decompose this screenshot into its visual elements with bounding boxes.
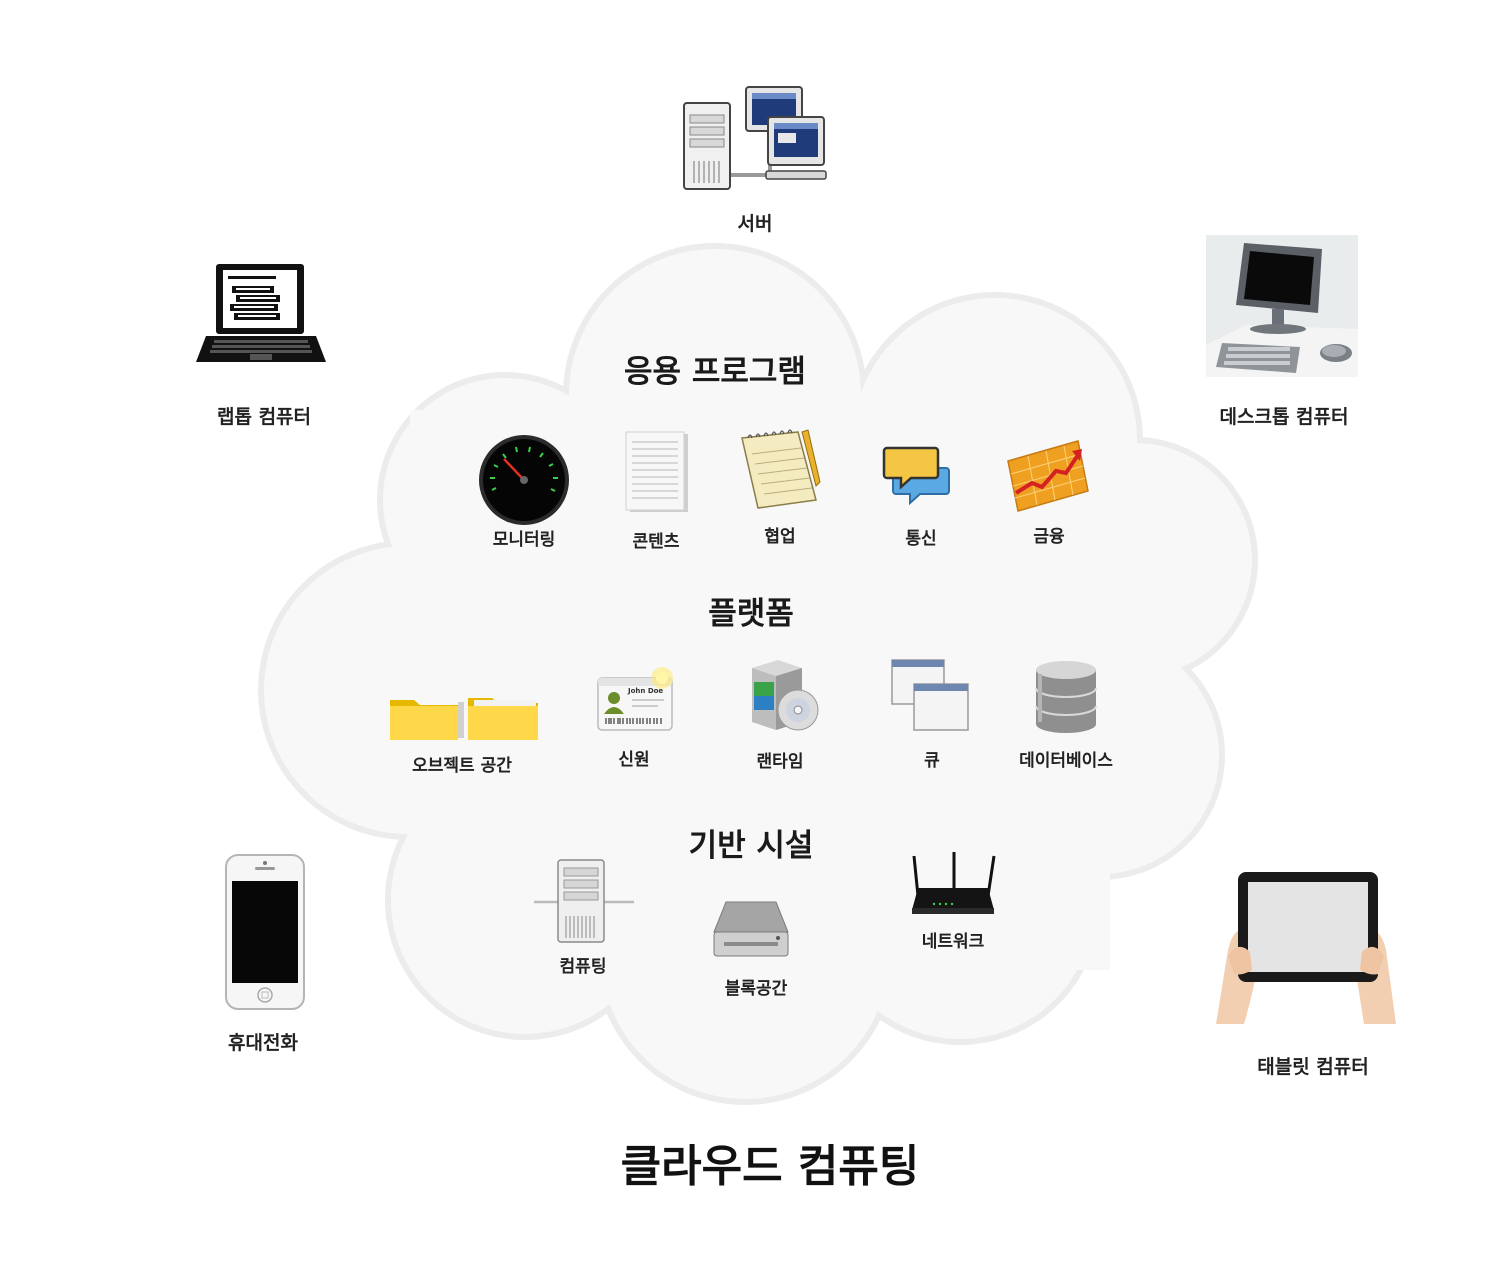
- speedometer-icon: [479, 435, 569, 525]
- mobile-phone-icon: [225, 854, 305, 1010]
- laptop-icon: [196, 264, 326, 362]
- app-item-communication: 통신: [905, 529, 937, 549]
- document-icon: [625, 431, 688, 512]
- platform-item-database: 데이터베이스: [1019, 751, 1113, 771]
- app-item-contents: 콘텐츠: [632, 532, 680, 552]
- device-label-laptop: 랩톱 컴퓨터: [216, 406, 312, 428]
- device-label-server: 서버: [737, 213, 773, 235]
- infra-item-network: 네트워크: [921, 932, 985, 952]
- router-icon: [912, 852, 996, 914]
- infra-item-block-storage: 블록공간: [724, 979, 788, 999]
- platform-item-runtime: 랜타임: [756, 752, 804, 772]
- id-card-icon: John Doe: [597, 667, 673, 731]
- window-queue-icon: [891, 659, 969, 731]
- folder-icon: [390, 698, 538, 740]
- database-icon: [1035, 661, 1097, 733]
- notepad-icon: [741, 429, 821, 509]
- device-label-tablet: 태블릿 컴퓨터: [1257, 1056, 1369, 1078]
- desktop-computer-icon: [1206, 235, 1358, 377]
- id-card-name-text: John Doe: [627, 687, 663, 695]
- platform-item-object-storage: 오브젝트 공간: [412, 756, 512, 776]
- server-workstations-icon: [683, 86, 827, 190]
- hard-drive-icon: [713, 901, 789, 957]
- infra-item-computing: 컴퓨팅: [559, 957, 607, 977]
- finance-chart-icon: [1007, 440, 1089, 512]
- server-tower-icon: [534, 859, 634, 943]
- section-title-infrastructure: 기반 시설: [688, 828, 814, 864]
- app-item-monitoring: 모니터링: [492, 530, 556, 550]
- platform-item-identity: 신원: [618, 750, 650, 770]
- platform-item-queue: 큐: [924, 751, 940, 771]
- section-title-platform: 플랫폼: [708, 596, 794, 632]
- section-title-application: 응용 프로그램: [624, 354, 806, 390]
- tablet-icon: [1216, 872, 1396, 1024]
- software-box-icon: [752, 660, 819, 731]
- device-label-desktop: 데스크톱 컴퓨터: [1219, 406, 1349, 428]
- device-label-phone: 휴대전화: [228, 1032, 298, 1054]
- app-item-collaboration: 협업: [764, 527, 796, 547]
- diagram-title: 클라우드 컴퓨팅: [620, 1141, 920, 1192]
- app-item-finance: 금융: [1033, 527, 1065, 547]
- chat-bubble-icon: [882, 446, 950, 506]
